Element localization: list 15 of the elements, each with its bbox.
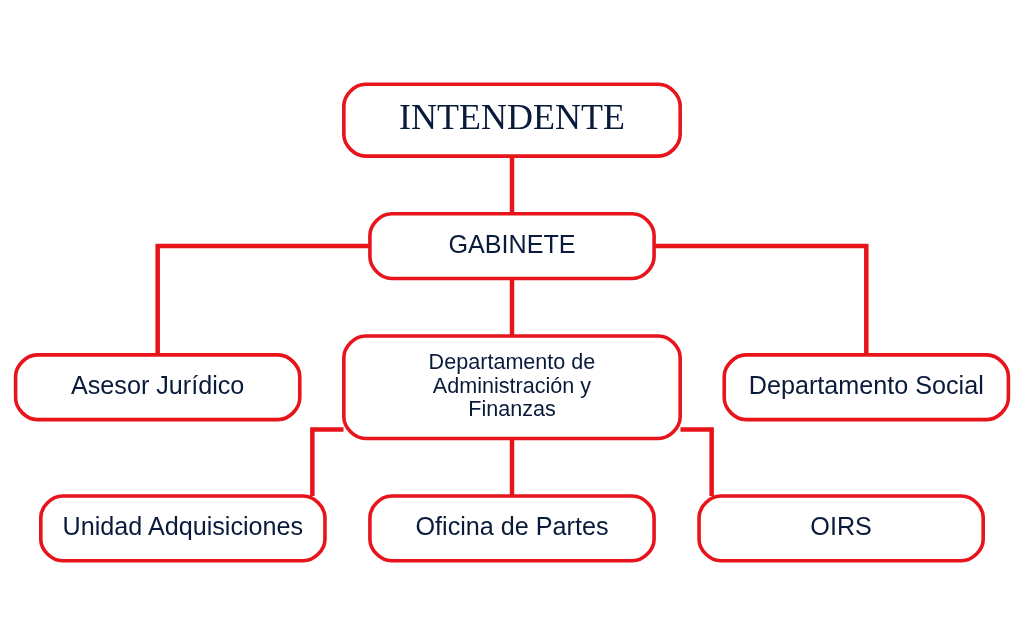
connector — [509, 278, 515, 336]
connector — [310, 426, 344, 496]
node-box: INTENDENTE — [342, 81, 682, 158]
node-box: Departamento Social — [722, 352, 1011, 421]
node-box: Departamento de Administración y Finanzas — [342, 333, 682, 440]
connector — [155, 243, 370, 354]
node-box: Unidad Adquisiciones — [39, 493, 327, 563]
connector — [509, 156, 515, 214]
connector — [654, 243, 869, 354]
node-box: OIRS — [697, 493, 985, 563]
node-box: Asesor Jurídico — [13, 352, 302, 421]
connector — [509, 438, 515, 496]
connector — [680, 426, 714, 496]
node-box: GABINETE — [368, 211, 656, 280]
node-box: Oficina de Partes — [368, 493, 656, 563]
